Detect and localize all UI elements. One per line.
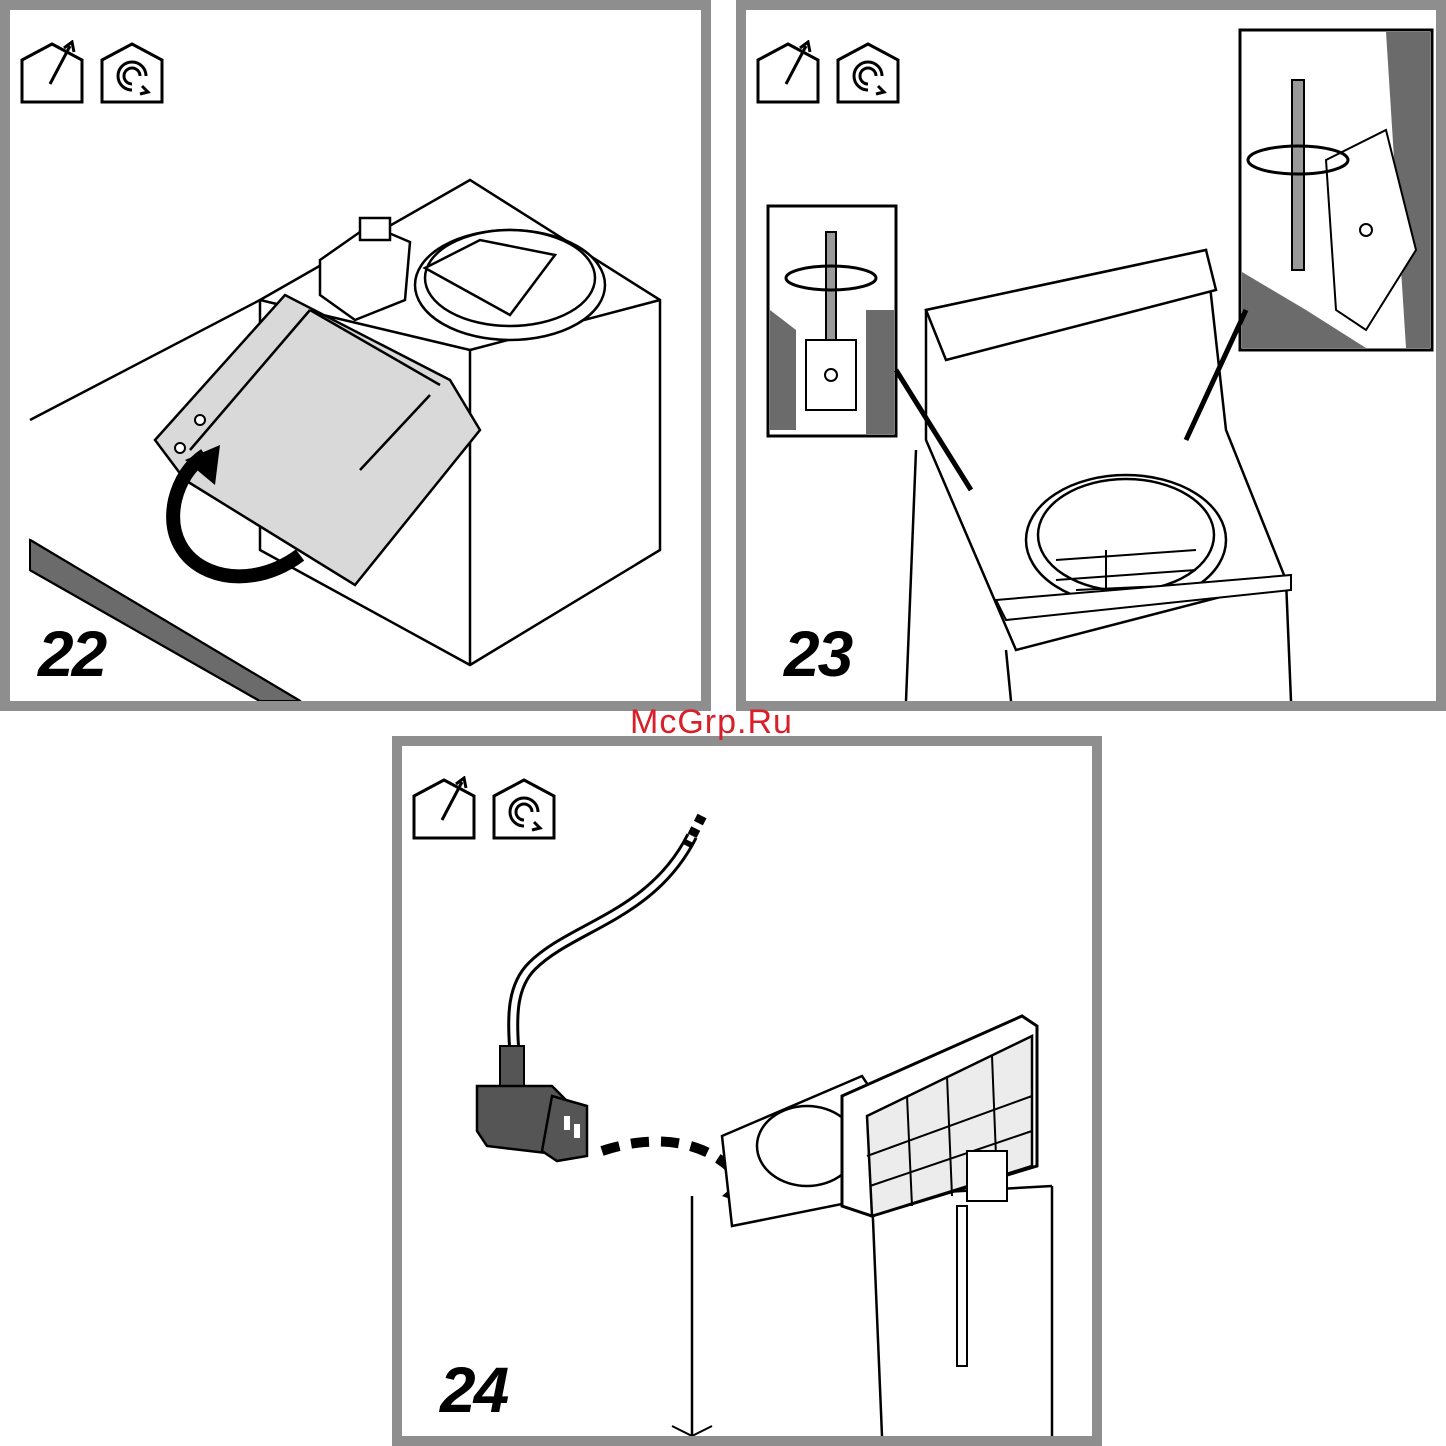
step-23-panel: 23: [736, 0, 1446, 711]
power-plug: [477, 1046, 587, 1161]
detail-inset-right: [1240, 30, 1432, 350]
detail-inset-left: [768, 206, 896, 436]
power-cable-drawing: [402, 746, 1092, 1436]
step-22-panel: 22: [0, 0, 711, 711]
hood-open-drawing: [746, 10, 1436, 701]
step-number: 24: [440, 1358, 507, 1422]
step-number: 23: [784, 622, 851, 686]
step-24-panel: 24: [392, 736, 1102, 1446]
watermark: McGrp.Ru: [630, 703, 793, 742]
grease-filter: [842, 1016, 1037, 1216]
hood-install-drawing: [10, 10, 701, 701]
step-number: 22: [38, 622, 105, 686]
